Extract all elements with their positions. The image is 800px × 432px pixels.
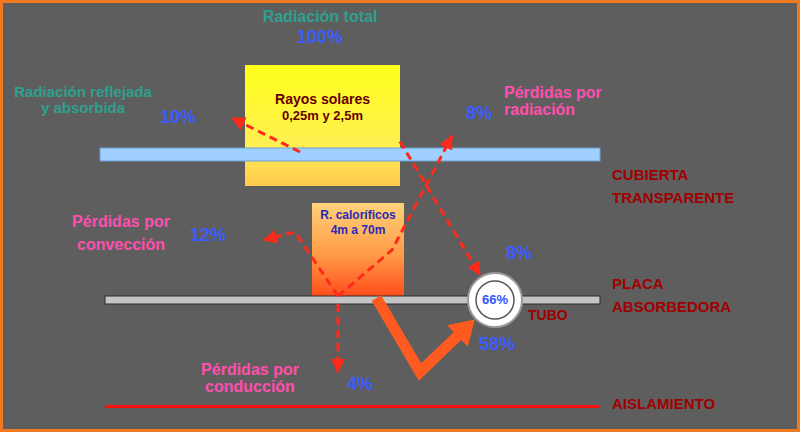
percent-value: 4% [347,375,387,394]
box-text: Rayos solares [275,91,370,109]
conduction-loss-arrow [337,304,340,372]
heat-rays-box: R. caloríficos4m a 70m [312,203,404,298]
tube-circle: 66% [467,272,523,328]
layer-label: PLACA ABSORBEDORA [612,272,762,319]
sun-rays-band [245,65,400,186]
percent-value: 8% [506,244,546,263]
absorber-plate [105,296,600,304]
box-text: 0,25m y 2,5m [282,108,363,124]
loss-label: Pérdidas por radiación [504,84,639,119]
percent-value: 8% [466,104,506,123]
direct-gain-arrow [400,142,474,266]
transparent-cover [100,148,600,161]
percent-value: 100% [270,28,370,47]
heat-transfer-arrow [376,298,459,372]
percent-value: 10% [160,108,202,127]
arrow-head [447,319,475,346]
loss-label: Pérdidas por conducción [172,361,328,396]
percent-value: 58% [479,335,529,354]
layer-label: AISLAMIENTO [612,396,787,412]
part-label: TUBO [528,308,588,323]
box-text: 4m a 70m [331,223,386,238]
heading: Radiación total [210,8,430,25]
insulation-line [105,405,600,408]
layer-label: CUBIERTA TRANSPARENTE [612,163,787,210]
sun-rays-box: Rayos solares0,25m y 2,5m [245,65,400,150]
flow-label: Radiación reflejada y absorbida [14,84,152,116]
box-text: R. caloríficos [320,208,395,223]
percent-value: 12% [190,226,235,245]
loss-label: Pérdidas por convección [55,210,187,256]
convection-loss-arrow [264,232,338,296]
box-text: 66% [482,292,508,308]
arrow-head [468,261,481,276]
